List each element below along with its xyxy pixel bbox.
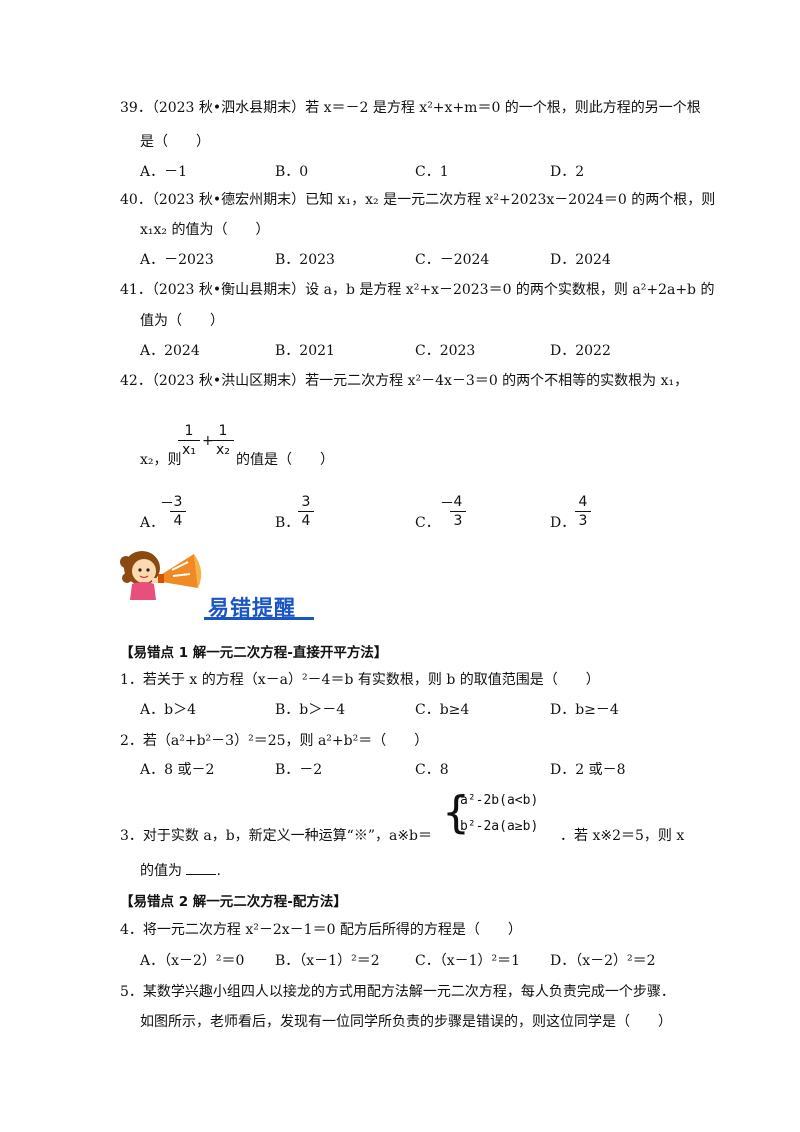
q4-option-b: B．（x－1）²＝2 [275,953,380,969]
q39-option-b: B．0 [275,164,309,180]
section-1-header: 【易错点 1 解一元二次方程-直接开平方法】 [120,645,388,661]
question-40-stem-cont: x₁x₂ 的值为（ ） [140,222,270,238]
piecewise-case-1: a²-2b(a<b) [460,793,539,808]
q40-option-a: A．－2023 [140,252,214,268]
piecewise-case-2: b²-2a(a≥b) [460,819,539,834]
q40-option-c: C．－2024 [415,252,490,268]
q39-option-a: A．－1 [140,164,188,180]
q1-option-b: B．b＞－4 [275,702,346,718]
question-39-stem: 39．（2023 秋•泗水县期末）若 x＝－2 是方程 x²+x+m＝0 的一个… [120,100,701,116]
question-3-stem-cont: 的值为 . [140,860,221,881]
q42-option-b-label: B． [275,515,300,531]
q42-option-d-label: D． [550,515,576,531]
q42-option-c-sign: － [440,496,454,512]
banner-title: 易错提醒 [208,596,296,620]
q1-option-c: C．b≥4 [415,702,470,718]
q2-option-a: A．8 或－2 [140,762,215,778]
q39-option-c: C．1 [415,164,449,180]
q1-option-a: A．b＞4 [140,702,196,718]
question-39-stem-cont: 是（ ） [140,134,210,150]
question-3-stem: 3．对于实数 a，b，新定义一种运算“※”，a※b＝ [120,828,433,844]
question-41-stem-cont: 值为（ ） [140,313,224,329]
fraction-1-over-x1: 1 x₁ [178,422,200,459]
question-5-stem: 5．某数学兴趣小组四人以接龙的方式用配方法解一元二次方程，每人负责完成一个步骤． [120,984,675,1000]
q42-option-a-label: A． [140,515,165,531]
q41-option-c: C．2023 [415,343,476,359]
answer-blank[interactable] [186,860,217,875]
question-3-condition: ．若 x※2＝5，则 x [560,828,685,844]
fraction-1-over-x2: 1 x₂ [212,422,234,459]
question-41-stem: 41．（2023 秋•衡山县期末）设 a，b 是方程 x²+x－2023＝0 的… [120,282,715,298]
q4-option-d: D．（x－2）²＝2 [550,953,656,969]
q4-option-a: A．（x－2）²＝0 [140,953,245,969]
plus-sign: + [202,433,214,449]
q1-option-d: D．b≥－4 [550,702,619,718]
q2-option-d: D．2 或－8 [550,762,626,778]
q41-option-a: A．2024 [140,343,200,359]
question-42-stem: 42．（2023 秋•洪山区期末）若一元二次方程 x²－4x－3＝0 的两个不相… [120,373,689,389]
q2-option-c: C．8 [415,762,449,778]
q41-option-b: B．2021 [275,343,335,359]
question-2-stem: 2．若（a²+b²－3）²＝25，则 a²+b²＝（ ） [120,733,429,749]
girl-megaphone-icon [120,551,202,600]
q40-option-d: D．2024 [550,252,611,268]
q4-option-c: C．（x－1）²＝1 [415,953,521,969]
question-1-stem: 1．若关于 x 的方程（x－a）²－4＝b 有实数根，则 b 的取值范围是（ ） [120,672,600,688]
question-42-suffix: 的值是（ ） [236,452,334,468]
banner-underline [204,617,314,620]
question-4-stem: 4．将一元二次方程 x²－2x－1＝0 配方后所得的方程是（ ） [120,922,522,938]
q2-option-b: B．－2 [275,762,323,778]
question-5-stem-cont: 如图所示，老师看后，发现有一位同学所负责的步骤是错误的，则这位同学是（ ） [140,1014,672,1030]
q42-option-a-sign: － [160,496,174,512]
q41-option-d: D．2022 [550,343,611,359]
q39-option-d: D．2 [550,164,585,180]
section-2-header: 【易错点 2 解一元二次方程-配方法】 [120,894,347,910]
q42-option-c-label: C． [415,515,440,531]
question-42-prefix: x₂，则 [140,452,182,468]
question-40-stem: 40．（2023 秋•德宏州期末）已知 x₁，x₂ 是一元二次方程 x²+202… [120,192,716,208]
q40-option-b: B．2023 [275,252,335,268]
piecewise-brace: { [442,787,470,838]
